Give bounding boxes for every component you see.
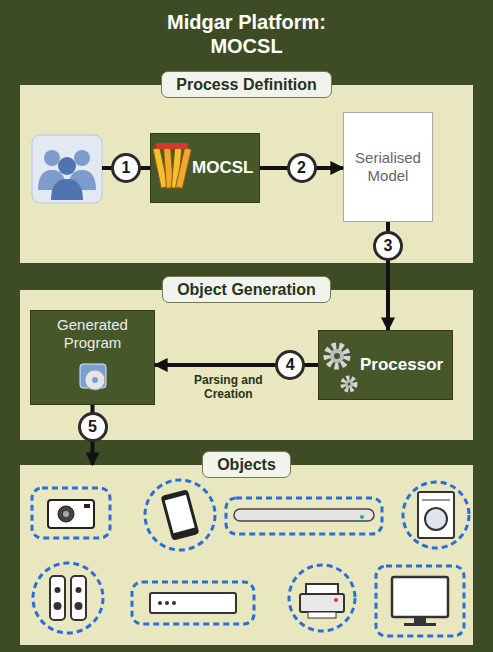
users-icon-part: [74, 150, 90, 166]
player-device: [234, 509, 374, 521]
camera-device-part: [63, 511, 69, 517]
callout-number: 1: [111, 153, 141, 183]
player-device-part: [234, 509, 374, 521]
users-icon: [32, 135, 102, 203]
speaker-device-part: [75, 602, 83, 610]
program-disk-icon: [80, 364, 106, 390]
player-device-part: [360, 515, 364, 519]
users-icon-part: [58, 157, 76, 175]
washer-device-part: [425, 508, 447, 530]
camera-device-part: [58, 506, 74, 522]
section-panel: Objects: [20, 465, 473, 645]
box-fill: [20, 465, 473, 645]
gears-icon-part: [330, 349, 344, 363]
program-box: Generated Program: [30, 310, 155, 405]
washer-device-part: [422, 500, 450, 501]
processor-box: Processor: [318, 330, 453, 400]
callout-number: 3: [373, 231, 403, 261]
section-panel: Process DefinitionMOCSLSerialised Model: [20, 85, 473, 263]
users-icon-part: [32, 135, 102, 203]
router-device-part: [165, 601, 169, 605]
monitor-device-part: [392, 577, 448, 617]
box-label: MOCSL: [192, 159, 253, 177]
camera-device-part: [84, 504, 90, 508]
pencils-icon-part: [156, 143, 188, 149]
model-box: Serialised Model: [343, 112, 433, 222]
speaker-device-part: [54, 602, 62, 610]
printer-device-part: [334, 598, 338, 602]
program-disk-icon-part: [92, 377, 98, 383]
camera-device: [48, 500, 94, 528]
section-tab: Process Definition: [161, 71, 331, 98]
monitor-device-part: [404, 623, 436, 626]
speaker-device-part: [71, 576, 86, 620]
section-tab: Objects: [202, 451, 291, 478]
gears-icon-part: [334, 353, 340, 359]
printer-device-part: [306, 584, 338, 594]
gears-icon-part: [348, 383, 351, 386]
phone-device-part: [165, 495, 195, 534]
camera-device-part: [48, 500, 94, 528]
washer-device-part: [418, 492, 454, 538]
callout-number: 5: [78, 412, 108, 442]
monitor-device-part: [414, 617, 426, 623]
printer-device: [300, 584, 344, 618]
gears-icon-part: [345, 380, 353, 388]
box-label: Processor: [360, 356, 443, 374]
box-label: Generated Program: [36, 316, 149, 352]
router-device-part: [158, 601, 162, 605]
edge-label: Parsing and Creation: [186, 373, 270, 401]
router-device-part: [172, 601, 176, 605]
users-icon-part: [51, 179, 83, 200]
router-device-part: [150, 593, 236, 613]
speaker-device-part: [55, 587, 61, 593]
program-disk-icon-part: [85, 370, 105, 390]
speaker-device-part: [76, 587, 82, 593]
diagram-title: Midgar Platform: MOCSL: [147, 0, 347, 58]
users-icon-part: [44, 150, 60, 166]
callout-number: 2: [287, 153, 317, 183]
speaker-device-part: [50, 576, 65, 620]
router-device: [150, 593, 236, 613]
language-box: MOCSL: [150, 133, 260, 203]
printer-device-part: [300, 594, 344, 612]
washer-device: [418, 492, 454, 538]
section-tab: Object Generation: [162, 276, 331, 303]
box-label: Serialised Model: [349, 149, 427, 185]
printer-device-part: [308, 612, 336, 618]
